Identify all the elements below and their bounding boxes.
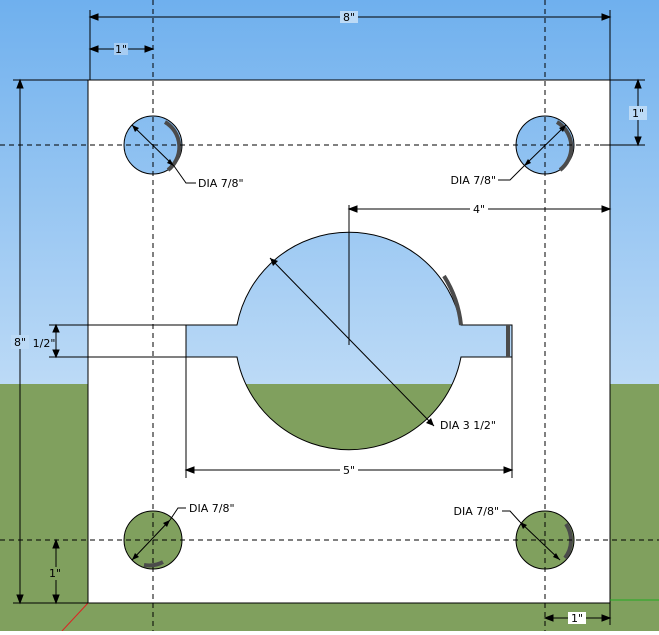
label-hole-bottom-right: DIA 7/8" [454, 505, 500, 518]
dim-right-top-offset: 1" [632, 107, 644, 120]
dim-top-left-offset: 1" [115, 43, 127, 56]
dim-slot-width: 5" [343, 464, 355, 477]
dim-left-height: 8" [14, 336, 26, 349]
dim-bottom-left-offset: 1" [49, 567, 61, 580]
leader-arrows [132, 125, 566, 560]
dim-bottom-right-offset: 1" [571, 612, 583, 625]
label-hole-top-right: DIA 7/8" [451, 174, 497, 187]
leader-lines [131, 124, 567, 561]
label-hole-top-left: DIA 7/8" [198, 177, 244, 190]
axis-red [61, 602, 89, 632]
dim-slot-height: 1/2" [33, 337, 56, 350]
dim-top-width: 8" [343, 11, 355, 24]
dim-center-to-right: 4" [473, 203, 485, 216]
label-hole-bottom-left: DIA 7/8" [189, 502, 235, 515]
label-center-hole: DIA 3 1/2" [440, 419, 496, 432]
